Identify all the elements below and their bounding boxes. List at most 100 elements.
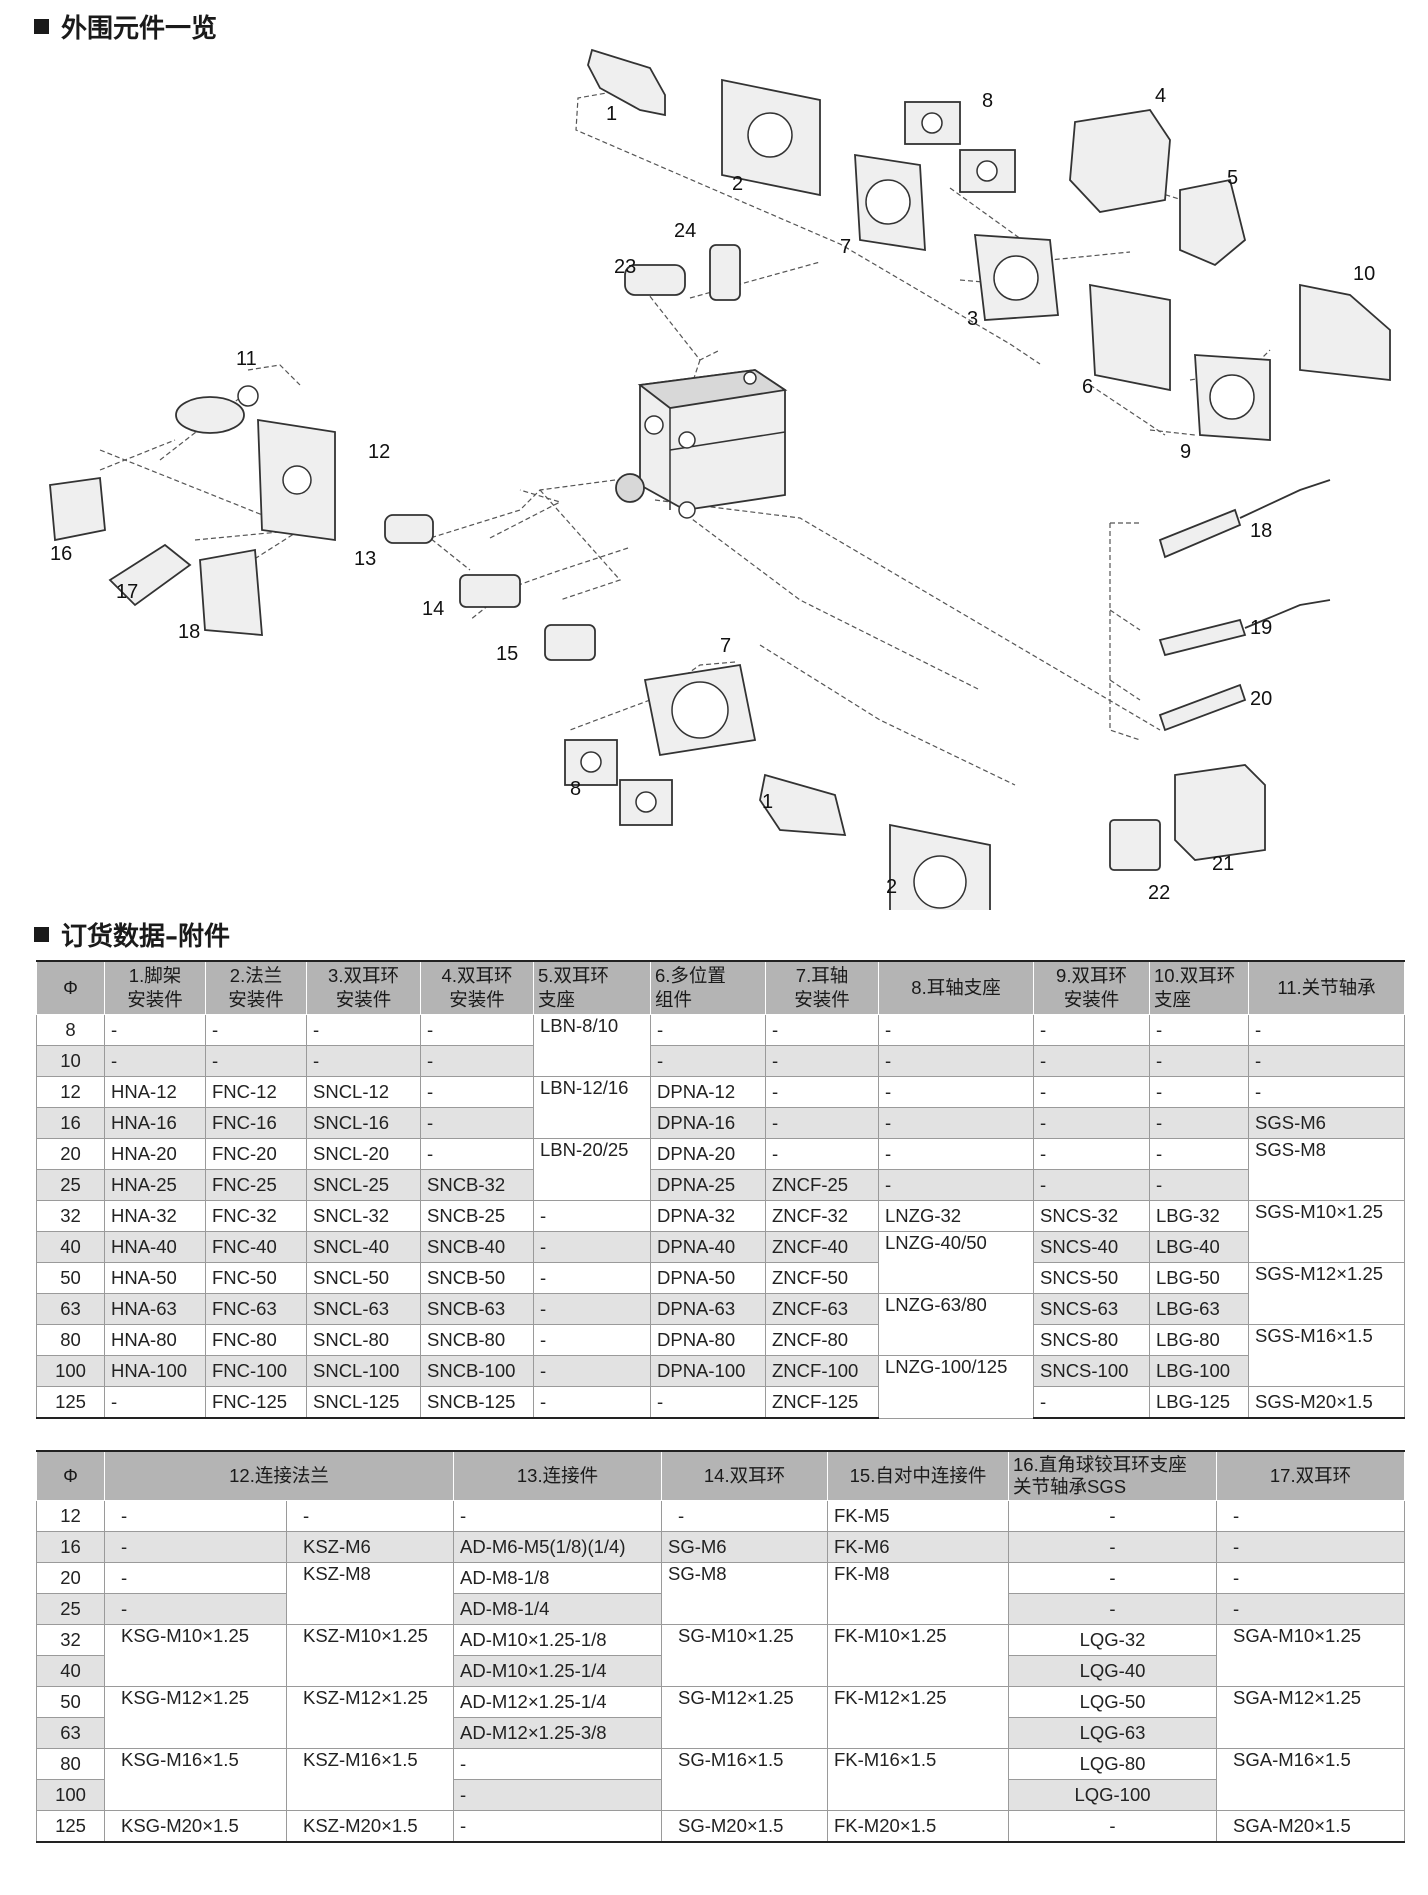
cell: SNCB-50 — [420, 1262, 534, 1294]
cell: - — [453, 1810, 662, 1843]
valve-manifold-icon — [1174, 764, 1266, 861]
cell: LBG-63 — [1149, 1293, 1249, 1325]
cell: 10 — [36, 1045, 105, 1077]
cell: LBN-20/25 — [533, 1138, 651, 1201]
part-label-17: 17 — [116, 581, 138, 603]
cell: - — [765, 1138, 879, 1170]
header-col: 5.双耳环 支座 — [533, 960, 651, 1015]
cell: - — [1216, 1562, 1405, 1594]
cell: HNA-25 — [104, 1169, 206, 1201]
cell: - — [1008, 1500, 1217, 1532]
cell: - — [286, 1500, 454, 1532]
leader-lines — [99, 84, 1271, 786]
part-label-18: 18 — [178, 621, 200, 643]
cell: SNCL-80 — [306, 1324, 421, 1356]
table-row: 16 - KSZ-M6 AD-M6-M5(1/8)(1/4) SG-M6 FK-… — [36, 1531, 1405, 1563]
cell: 100 — [36, 1779, 105, 1811]
cell: LBN-12/16 — [533, 1076, 651, 1139]
cell: SNCB-100 — [420, 1355, 534, 1387]
cell: SG-M20×1.5 — [661, 1810, 828, 1843]
cell: - — [1216, 1531, 1405, 1563]
cell: SGA-M16×1.5 — [1216, 1748, 1405, 1811]
cell: FNC-100 — [205, 1355, 307, 1387]
cell: - — [453, 1748, 662, 1780]
cell: FNC-50 — [205, 1262, 307, 1294]
cell: - — [420, 1138, 534, 1170]
header-col: 15.自对中连接件 — [827, 1450, 1009, 1501]
cell: LBG-32 — [1149, 1200, 1249, 1232]
cell: LQG-100 — [1008, 1779, 1217, 1811]
cell: - — [104, 1045, 206, 1077]
cell: 16 — [36, 1107, 105, 1139]
part-label-7: 7 — [840, 236, 851, 258]
cell: FK-M20×1.5 — [827, 1810, 1009, 1843]
cell: - — [1149, 1045, 1249, 1077]
header-col: 16.直角球铰耳环支座 关节轴承SGS — [1008, 1450, 1217, 1501]
cell: - — [453, 1779, 662, 1811]
cell: AD-M8-1/4 — [453, 1593, 662, 1625]
table-row: 25 HNA-25 FNC-25 SNCL-25 SNCB-32 DPNA-25… — [36, 1169, 1405, 1201]
cell: FNC-32 — [205, 1200, 307, 1232]
cell: SGA-M12×1.25 — [1216, 1686, 1405, 1749]
square-bullet-icon — [34, 19, 49, 34]
foot-bracket-icon — [587, 48, 666, 117]
cell: 125 — [36, 1810, 105, 1843]
part-label-15: 15 — [496, 643, 518, 665]
sensor-rail-icon — [1158, 683, 1247, 732]
part-label-19: 19 — [1250, 617, 1272, 639]
part-label-9: 9 — [1180, 441, 1191, 463]
part-label-1b: 1 — [762, 791, 773, 813]
solenoid-valve-icon — [1109, 819, 1161, 871]
cell: 80 — [36, 1748, 105, 1780]
cell: LQG-80 — [1008, 1748, 1217, 1780]
cell: - — [765, 1045, 879, 1077]
cell: FNC-20 — [205, 1138, 307, 1170]
cell: ZNCF-32 — [765, 1200, 879, 1232]
cell: LBG-40 — [1149, 1231, 1249, 1263]
cell: 50 — [36, 1686, 105, 1718]
part-label-22: 22 — [1148, 882, 1170, 904]
cell: - — [1033, 1169, 1150, 1201]
part-label-12: 12 — [368, 441, 390, 463]
cell: LQG-32 — [1008, 1624, 1217, 1656]
header-col: 11.关节轴承 — [1248, 960, 1405, 1015]
header-col: 14.双耳环 — [661, 1450, 828, 1501]
cell: 25 — [36, 1593, 105, 1625]
table-row: 50 KSG-M12×1.25 KSZ-M12×1.25 AD-M12×1.25… — [36, 1686, 1405, 1749]
square-bullet-icon — [34, 927, 49, 942]
cell: KSG-M16×1.5 — [104, 1748, 287, 1811]
cell: HNA-100 — [104, 1355, 206, 1387]
cell: 125 — [36, 1386, 105, 1419]
table-row: 40 HNA-40 FNC-40 SNCL-40 SNCB-40 - DPNA-… — [36, 1231, 1405, 1294]
cell: DPNA-63 — [650, 1293, 766, 1325]
table-row: 80 KSG-M16×1.5 KSZ-M16×1.5 - SG-M16×1.5 … — [36, 1748, 1405, 1811]
cell: - — [765, 1014, 879, 1046]
cell: - — [650, 1045, 766, 1077]
cell: SGA-M10×1.25 — [1216, 1624, 1405, 1687]
cell: - — [1149, 1169, 1249, 1201]
cell: SNCL-25 — [306, 1169, 421, 1201]
part-label-21: 21 — [1212, 853, 1234, 875]
cell: - — [765, 1107, 879, 1139]
cell: 40 — [36, 1655, 105, 1687]
cell: - — [104, 1593, 287, 1625]
cell: SNCB-40 — [420, 1231, 534, 1263]
part-label-14: 14 — [422, 598, 444, 620]
cell: - — [1149, 1076, 1249, 1108]
cell: KSZ-M16×1.5 — [286, 1748, 454, 1811]
cell: SNCB-125 — [420, 1386, 534, 1419]
part-label-2b: 2 — [886, 876, 897, 898]
table-row: 63 AD-M12×1.25-3/8 LQG-63 — [36, 1717, 1405, 1749]
header-col: 10.双耳环 支座 — [1149, 960, 1249, 1015]
cell: - — [1008, 1810, 1217, 1843]
table-row: 10 - - - - - - - - - - — [36, 1045, 1405, 1077]
cell: ZNCF-63 — [765, 1293, 879, 1325]
table-row: 63 HNA-63 FNC-63 SNCL-63 SNCB-63 - DPNA-… — [36, 1293, 1405, 1356]
header-phi: Φ — [36, 1450, 105, 1501]
table-row: 125 - FNC-125 SNCL-125 SNCB-125 - - ZNCF… — [36, 1386, 1405, 1419]
cell: KSZ-M8 — [286, 1562, 454, 1625]
cell: LBG-50 — [1149, 1262, 1249, 1294]
cell: - — [420, 1107, 534, 1139]
exploded-view-diagram: 1 2 3 4 5 6 7 8 9 10 11 12 13 14 15 16 1… — [49, 48, 1391, 910]
